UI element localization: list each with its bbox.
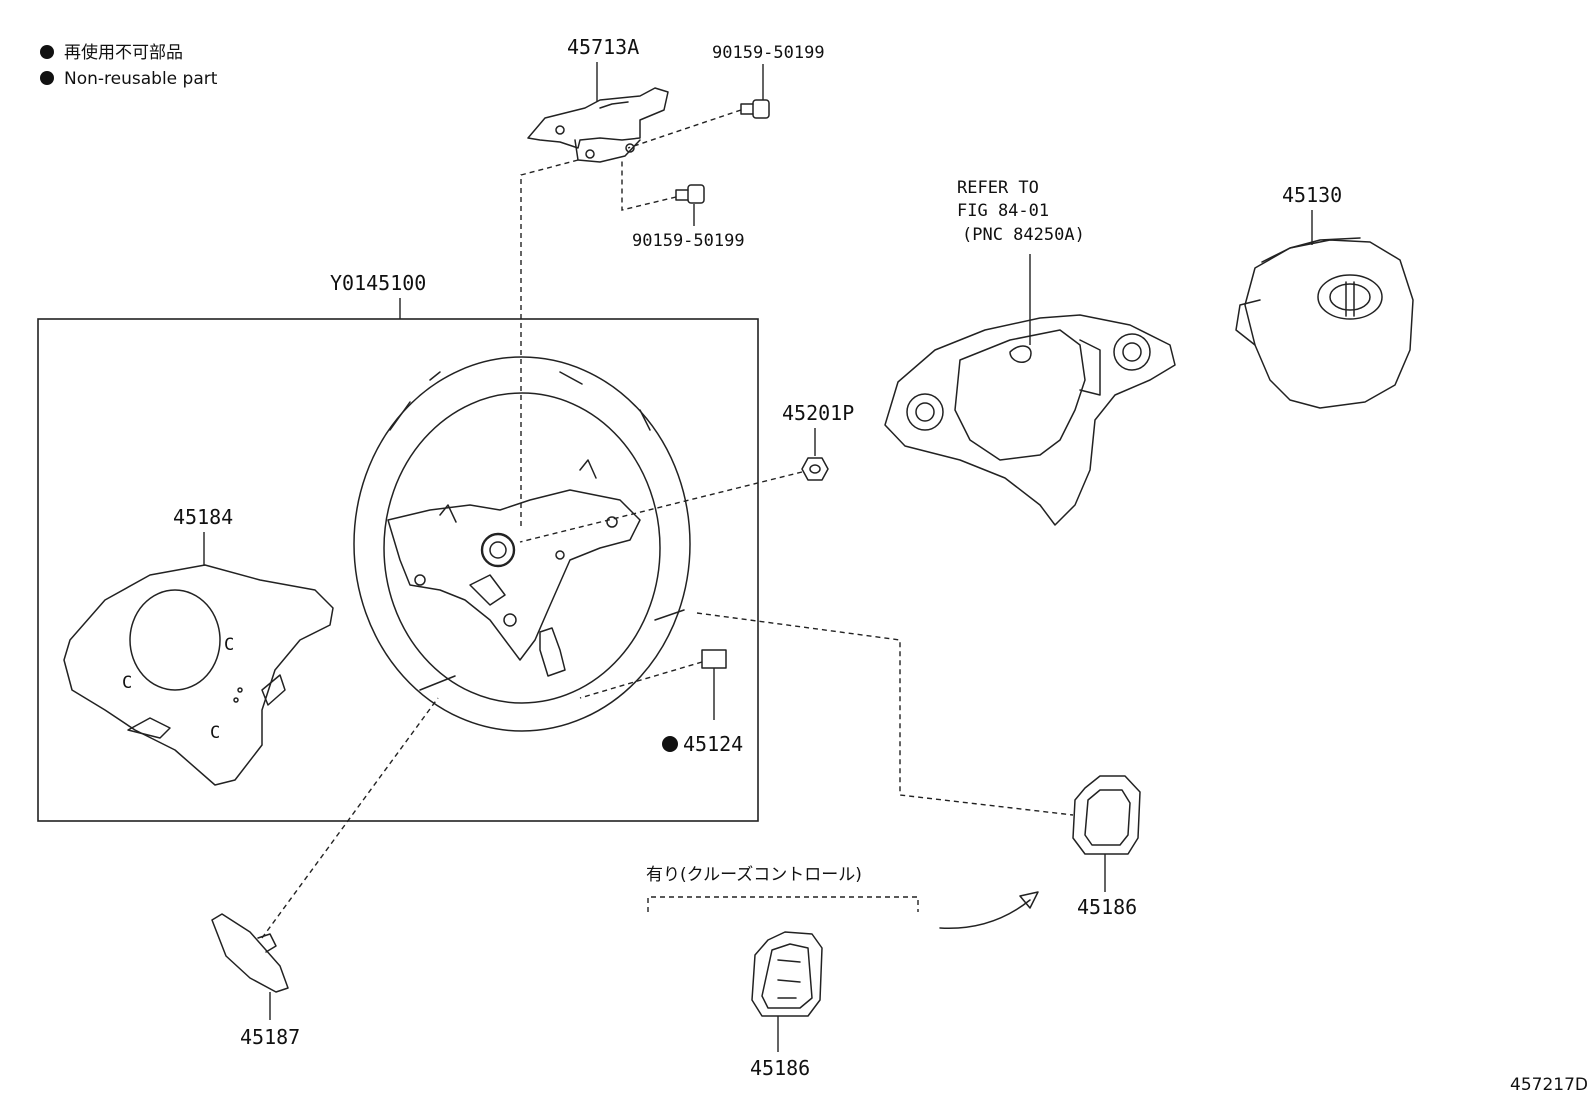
- svg-text:C: C: [210, 723, 220, 743]
- switch-assembly: [884, 314, 1176, 526]
- bezel-45186-right: [1072, 775, 1141, 855]
- bracket-45713A: [527, 87, 669, 163]
- part-label-45184[interactable]: 45184: [173, 505, 233, 529]
- non-reusable-bullet-icon: [40, 71, 54, 85]
- part-label-45187[interactable]: 45187: [240, 1025, 300, 1049]
- svg-text:C: C: [122, 673, 132, 693]
- part-label-45201P[interactable]: 45201P: [782, 401, 854, 425]
- airbag-45130: [1235, 237, 1414, 409]
- arrow-icon: [939, 891, 1039, 929]
- non-reusable-bullet-icon: [662, 736, 678, 752]
- option-note: 有り(クルーズコントロール): [646, 865, 862, 885]
- non-reusable-bullet-icon: [40, 45, 54, 59]
- svg-text:C: C: [224, 635, 234, 655]
- screw-bottom: [675, 184, 705, 204]
- legend-japanese: 再使用不可部品: [64, 42, 183, 63]
- figure-code: 457217D: [1510, 1075, 1588, 1095]
- assembly-label[interactable]: Y0145100: [330, 271, 426, 295]
- legend: 再使用不可部品 Non-reusable part: [40, 42, 218, 89]
- nut-45201P: [801, 457, 829, 481]
- cap-45187: [211, 913, 289, 993]
- label-45124: [701, 649, 727, 669]
- legend-english: Non-reusable part: [64, 69, 218, 89]
- part-label-45713A[interactable]: 45713A: [567, 35, 639, 59]
- option-bracket: [647, 896, 919, 912]
- reference-line1: REFER TO: [957, 178, 1039, 198]
- part-label-45186-right[interactable]: 45186: [1077, 895, 1137, 919]
- cover-45184: C C C: [63, 564, 334, 786]
- part-label-45186-bottom[interactable]: 45186: [750, 1056, 810, 1080]
- steering-wheel: [353, 356, 691, 732]
- part-label-90159-bottom[interactable]: 90159-50199: [632, 231, 745, 251]
- bezel-45186-bottom: [751, 931, 823, 1017]
- assembly-frame: [37, 318, 759, 822]
- reference-line3: (PNC 84250A): [962, 225, 1085, 245]
- part-label-45130[interactable]: 45130: [1282, 183, 1342, 207]
- part-label-45124[interactable]: 45124: [683, 732, 743, 756]
- screw-top: [740, 99, 770, 119]
- part-label-90159-top[interactable]: 90159-50199: [712, 43, 825, 63]
- reference-line2: FIG 84-01: [957, 201, 1049, 221]
